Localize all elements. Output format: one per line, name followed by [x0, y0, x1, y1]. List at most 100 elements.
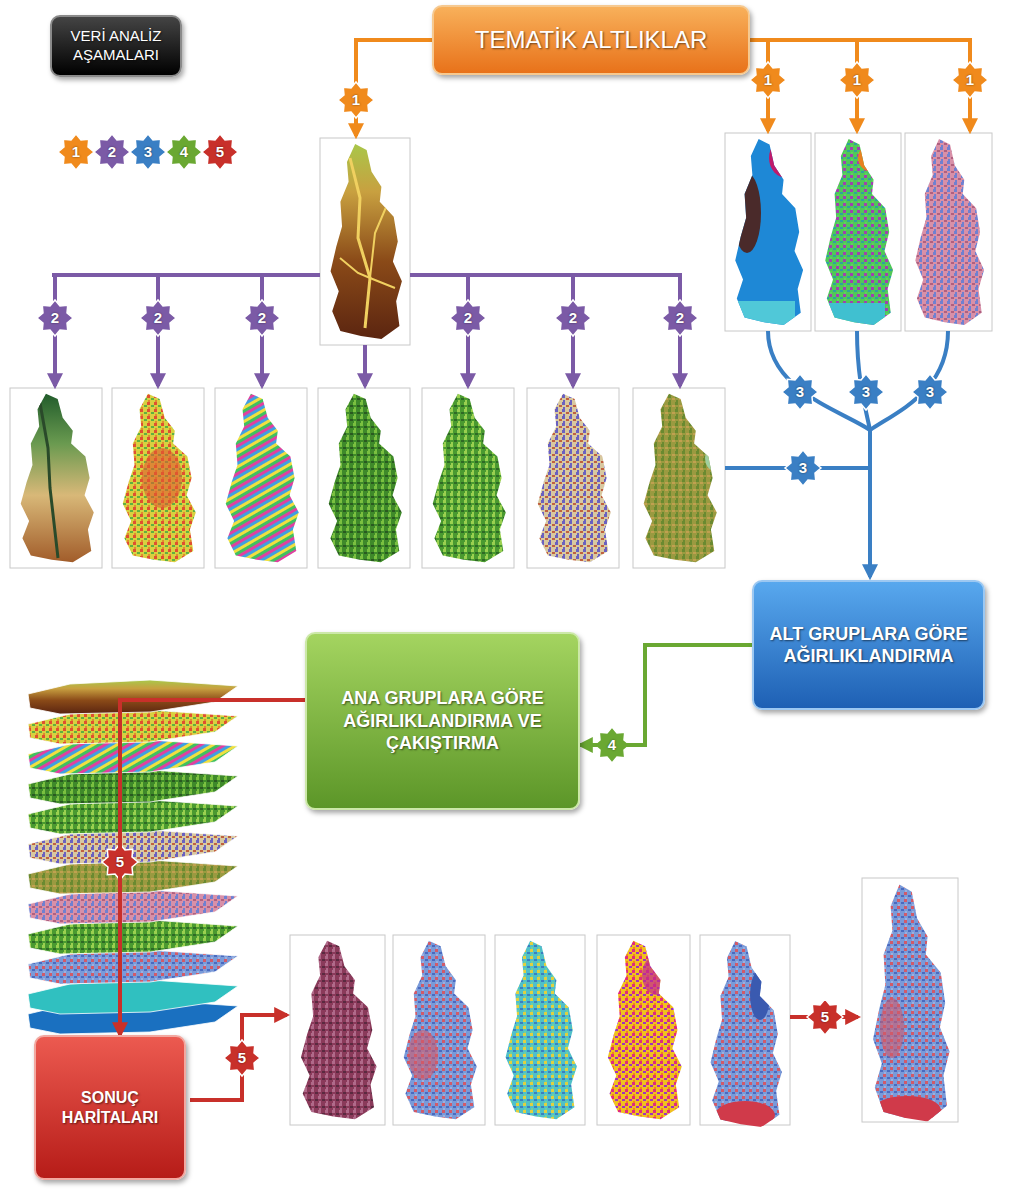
geology-map — [729, 137, 807, 327]
derived-map — [637, 392, 721, 564]
flow-line — [750, 38, 970, 42]
derived-map — [14, 392, 98, 564]
derived-map — [112, 388, 204, 568]
derived-map — [426, 392, 510, 564]
callout-star — [555, 300, 591, 336]
callout-star — [202, 134, 238, 170]
callout-number: 3 — [796, 384, 804, 399]
dem-map — [340, 258, 395, 288]
callout-star — [750, 62, 786, 98]
layer-stack — [28, 680, 238, 1034]
output-box: SONUÇ HARİTALARI — [34, 1035, 186, 1180]
derived-map — [531, 392, 615, 564]
callout-number: 2 — [676, 310, 684, 325]
layer-stack — [28, 740, 238, 774]
derived-map — [322, 392, 406, 564]
result-map — [290, 935, 385, 1125]
dem-map — [370, 198, 390, 278]
soil-map — [905, 133, 992, 331]
box-text: SONUÇ HARİTALARI — [46, 1088, 174, 1128]
callout-number: 3 — [926, 384, 934, 399]
callout-number: 5 — [216, 144, 224, 159]
layer-stack — [28, 770, 238, 804]
callout-star — [952, 62, 988, 98]
flow-arrow — [120, 700, 305, 1035]
flow-line — [363, 345, 367, 386]
result-map — [715, 1101, 775, 1129]
callout-number: 1 — [853, 72, 861, 87]
connector-layer — [120, 645, 752, 1035]
result-map — [294, 939, 381, 1121]
soil-map — [909, 137, 988, 327]
flow-line — [870, 331, 948, 430]
result-map — [601, 939, 686, 1121]
geology-map — [725, 133, 811, 331]
landuse-map — [819, 137, 897, 327]
result-map — [499, 939, 581, 1121]
callout-star — [912, 374, 948, 410]
geology-map — [735, 301, 795, 325]
callout-number: 2 — [108, 144, 116, 159]
final-map — [862, 878, 958, 1122]
callout-number: 1 — [72, 144, 80, 159]
callout-number: 5 — [238, 1050, 246, 1065]
flow-arrow — [580, 645, 752, 745]
callout-number: 2 — [258, 310, 266, 325]
landuse-map — [815, 133, 901, 331]
result-map — [294, 939, 381, 1121]
derived-map — [219, 392, 303, 564]
layer-stack — [28, 890, 238, 924]
derived-map — [318, 388, 410, 568]
result-map — [495, 935, 585, 1125]
result-map — [601, 939, 686, 1121]
derived-map — [527, 388, 619, 568]
derived-map — [112, 388, 204, 568]
landuse-map — [858, 144, 888, 172]
callout-star — [807, 999, 843, 1035]
landuse-map — [825, 303, 885, 325]
layer-stack — [28, 680, 238, 714]
result-map — [495, 935, 585, 1125]
result-map — [397, 939, 481, 1121]
geology-map — [725, 133, 811, 331]
box-text: ALT GRUPLARA GÖRE AĞIRLIKLANDIRMA — [764, 623, 973, 668]
callout-number: 2 — [464, 310, 472, 325]
callout-number: 2 — [154, 310, 162, 325]
flow-line — [190, 1015, 287, 1100]
derived-map — [527, 388, 619, 568]
landuse-map — [815, 133, 901, 331]
callout-number: 3 — [144, 144, 152, 159]
derived-map — [322, 392, 406, 564]
derived-map — [318, 388, 410, 568]
callout-number: 2 — [51, 310, 59, 325]
layer-stack — [28, 710, 238, 744]
callout-star — [140, 300, 176, 336]
callout-star — [785, 450, 821, 486]
result-map — [700, 935, 790, 1125]
geology-map — [769, 138, 805, 178]
derived-map — [422, 388, 514, 568]
callout-number: 1 — [966, 72, 974, 87]
derived-map — [215, 388, 307, 568]
callout-star — [224, 1040, 260, 1076]
dem-map — [324, 142, 406, 341]
layer-stack — [28, 980, 238, 1014]
result-map — [597, 935, 690, 1125]
derived-map — [116, 392, 200, 564]
final-map — [866, 882, 954, 1124]
geology-map — [733, 173, 761, 253]
result-map — [704, 939, 786, 1121]
result-map — [700, 935, 790, 1129]
box-text: TEMATİK ALTLIKLAR — [475, 25, 708, 55]
callout-number: 1 — [764, 72, 772, 87]
callout-number: 3 — [799, 460, 807, 475]
callout-star — [839, 62, 875, 98]
callout-star — [244, 300, 280, 336]
input-box: TEMATİK ALTLIKLAR — [432, 5, 750, 75]
dem-map — [320, 138, 410, 345]
result-map — [642, 955, 672, 995]
final-map — [873, 1096, 941, 1124]
